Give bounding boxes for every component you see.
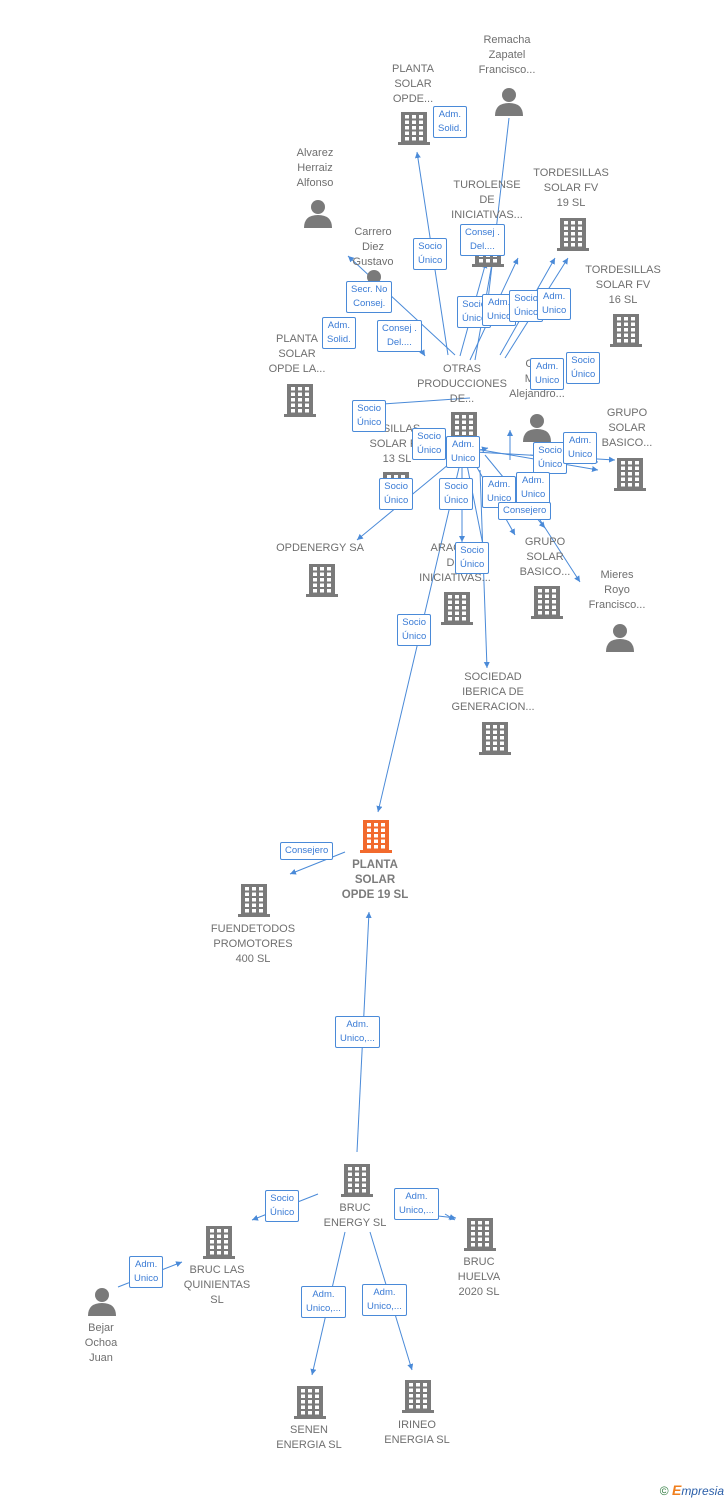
empresia-credit[interactable]: © Empresia: [660, 1482, 724, 1498]
person-icon[interactable]: [606, 624, 634, 652]
edge-line-21: [539, 519, 581, 583]
building-icon[interactable]: [360, 820, 392, 853]
node-label-bejar[interactable]: Bejar Ochoa Juan: [84, 1322, 118, 1364]
node-label-tord19[interactable]: TORDESILLAS SOLAR FV 19 SL: [533, 167, 609, 209]
building-icon[interactable]: [402, 1380, 434, 1413]
edge-label[interactable]: Adm. Solid.: [322, 317, 356, 349]
edge-label[interactable]: Socio Único: [533, 442, 568, 474]
node-label-plantaLa[interactable]: PLANTA SOLAR OPDE LA...: [268, 333, 326, 375]
copyright-symbol: ©: [659, 1484, 669, 1498]
building-icon[interactable]: [203, 1226, 235, 1259]
edge-line-24: [289, 851, 346, 875]
person-icon[interactable]: [523, 414, 551, 442]
edge-label[interactable]: Secr. No Consej.: [346, 281, 393, 313]
node-label-bruc[interactable]: BRUC ENERGY SL: [323, 1202, 387, 1229]
edge-label[interactable]: Socio Único: [566, 352, 601, 384]
node-label-irineo[interactable]: IRINEO ENERGIA SL: [384, 1419, 450, 1446]
node-label-fuendetodos[interactable]: FUENDETODOS PROMOTORES 400 SL: [210, 923, 296, 965]
building-icon[interactable]: [531, 586, 563, 619]
node-label-turolense[interactable]: TUROLENSE DE INICIATIVAS...: [451, 179, 523, 221]
building-icon[interactable]: [398, 112, 430, 145]
edge-label[interactable]: Socio Único: [379, 478, 414, 510]
node-label-brucHuelva[interactable]: BRUC HUELVA 2020 SL: [457, 1256, 501, 1298]
building-icon[interactable]: [557, 218, 589, 251]
edge-label[interactable]: Adm. Unico,...: [301, 1286, 346, 1318]
building-icon[interactable]: [306, 564, 338, 597]
edge-line-18: [464, 454, 487, 556]
building-icon[interactable]: [341, 1164, 373, 1197]
edge-label[interactable]: Socio Único: [412, 428, 447, 460]
edge-label[interactable]: Consejero: [280, 842, 334, 860]
edge-line-1: [485, 117, 510, 301]
building-icon[interactable]: [441, 592, 473, 625]
edge-label[interactable]: Adm. Solid.: [433, 106, 467, 138]
edge-label[interactable]: Consejero: [498, 502, 552, 520]
edge-label[interactable]: Consej . Del....: [377, 320, 422, 352]
node-label-sociedad[interactable]: SOCIEDAD IBERICA DE GENERACION...: [451, 671, 535, 713]
edge-label[interactable]: Socio Único: [413, 238, 448, 270]
node-label-tord16[interactable]: TORDESILLAS SOLAR FV 16 SL: [585, 264, 661, 306]
edge-label[interactable]: Adm. Unico: [516, 472, 551, 504]
brand-e: E: [671, 1482, 682, 1498]
edge-label[interactable]: Adm. Unico,...: [335, 1016, 380, 1048]
node-label-grupoMid[interactable]: GRUPO SOLAR BASICO...: [519, 536, 571, 578]
edge-label[interactable]: Adm. Unico: [129, 1256, 164, 1288]
building-icon[interactable]: [284, 384, 316, 417]
node-label-brucLas[interactable]: BRUC LAS QUINIENTAS SL: [183, 1264, 251, 1306]
node-label-mieres[interactable]: Mieres Royo Francisco...: [588, 569, 646, 611]
edge-label[interactable]: Adm. Unico: [446, 436, 481, 468]
node-label-remacha[interactable]: Remacha Zapatel Francisco...: [478, 34, 536, 76]
node-label-grupoTop[interactable]: GRUPO SOLAR BASICO...: [601, 407, 653, 449]
person-icon[interactable]: [88, 1288, 116, 1316]
building-icon[interactable]: [294, 1386, 326, 1419]
person-icon[interactable]: [495, 88, 523, 116]
building-icon[interactable]: [464, 1218, 496, 1251]
node-label-plantaOpde[interactable]: PLANTA SOLAR OPDE...: [392, 63, 434, 105]
building-icon[interactable]: [610, 314, 642, 347]
person-icon[interactable]: [304, 200, 332, 228]
node-label-otras[interactable]: OTRAS PRODUCCIONES DE...: [417, 363, 507, 405]
edge-label[interactable]: Adm. Unico,...: [394, 1188, 439, 1220]
edge-label[interactable]: Adm. Unico: [563, 432, 598, 464]
edge-label[interactable]: Adm. Unico,...: [362, 1284, 407, 1316]
node-label-alvarez[interactable]: Alvarez Herraiz Alfonso: [296, 147, 334, 189]
edge-label[interactable]: Socio Único: [397, 614, 432, 646]
edge-label[interactable]: Socio Único: [265, 1190, 300, 1222]
building-icon[interactable]: [238, 884, 270, 917]
edge-line-4: [347, 255, 456, 356]
edge-label[interactable]: Consej . Del....: [460, 224, 505, 256]
edge-label[interactable]: Adm. Unico: [530, 358, 565, 390]
edge-label[interactable]: Socio Único: [352, 400, 387, 432]
building-icon[interactable]: [479, 722, 511, 755]
node-label-planta19[interactable]: PLANTA SOLAR OPDE 19 SL: [341, 859, 409, 901]
brand-rest: mpresia: [681, 1484, 724, 1498]
edge-label[interactable]: Adm. Unico: [537, 288, 572, 320]
building-icon[interactable]: [614, 458, 646, 491]
node-label-carrero[interactable]: Carrero Diez Gustavo: [352, 226, 394, 268]
node-label-opdenergy[interactable]: OPDENERGY SA: [276, 542, 364, 554]
node-label-senen[interactable]: SENEN ENERGIA SL: [276, 1424, 342, 1451]
edge-label[interactable]: Socio Único: [439, 478, 474, 510]
edge-label[interactable]: Socio Único: [455, 542, 490, 574]
